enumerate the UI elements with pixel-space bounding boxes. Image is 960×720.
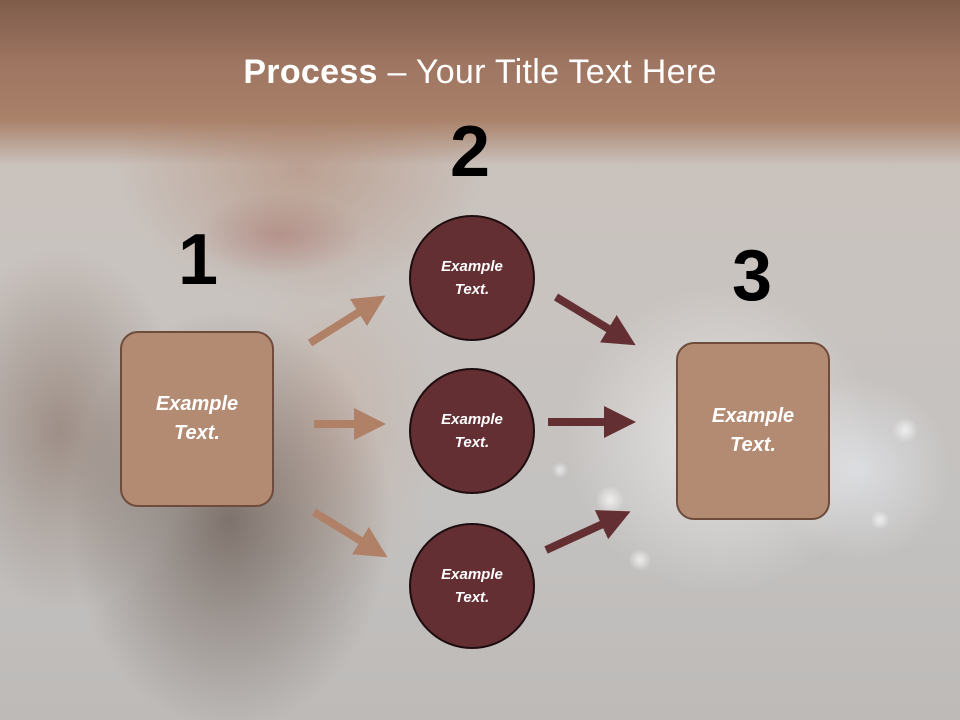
step-number-2: 2 [450, 112, 491, 192]
arrow-2a-to-3 [553, 293, 636, 346]
step-2-circle-top: Example Text. [409, 215, 535, 341]
title-band [0, 0, 960, 165]
step-1-text: Example Text. [155, 393, 239, 444]
step-2-text-top: Example Text. [441, 258, 503, 298]
step-1-box: Example Text. [120, 331, 274, 507]
arrow-1-to-2a [307, 295, 386, 347]
step-2-circle-middle: Example Text. [409, 368, 535, 494]
arrow-1-to-2c [311, 508, 388, 558]
step-2-text-middle: Example Text. [441, 411, 503, 451]
step-number-1: 1 [178, 220, 219, 300]
title-rest: – Your Title Text Here [377, 53, 717, 91]
arrow-2c-to-3 [544, 510, 631, 554]
step-3-text: Example Text. [711, 405, 795, 456]
step-2-circle-bottom: Example Text. [409, 523, 535, 649]
slide-title: Process – Your Title Text Here [0, 53, 960, 92]
step-3-box: Example Text. [676, 342, 830, 520]
title-bold: Process [243, 53, 378, 91]
step-number-3: 3 [732, 236, 773, 316]
step-2-text-bottom: Example Text. [441, 566, 503, 606]
